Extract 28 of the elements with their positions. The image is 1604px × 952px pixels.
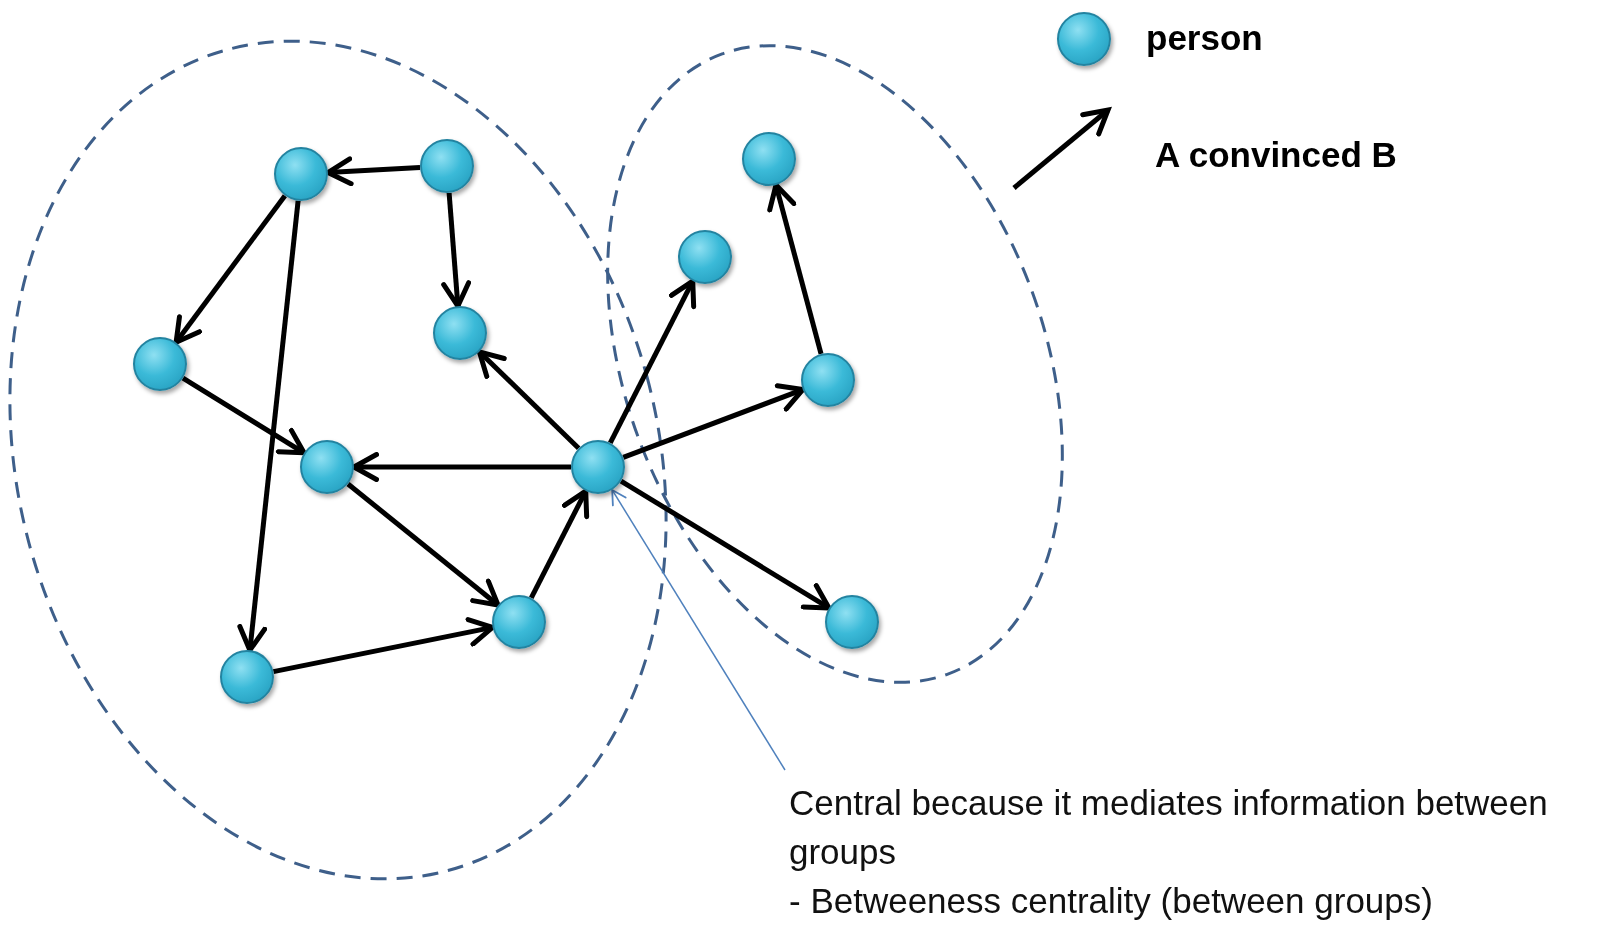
legend-label: A convinced B bbox=[1155, 135, 1397, 175]
person-node bbox=[274, 147, 328, 201]
person-node bbox=[220, 650, 274, 704]
person-node bbox=[492, 595, 546, 649]
arrow bbox=[622, 383, 806, 460]
leader-line bbox=[611, 489, 786, 771]
arrow bbox=[529, 488, 590, 600]
annotation-text: Central because it mediates information between groups bbox=[789, 782, 1549, 873]
person-node bbox=[678, 230, 732, 284]
person-node bbox=[300, 440, 354, 494]
arrow bbox=[476, 349, 581, 450]
arrow bbox=[181, 376, 307, 456]
person-node bbox=[571, 440, 625, 494]
arrow bbox=[767, 182, 824, 355]
person-node bbox=[801, 353, 855, 407]
annotation-text: - Betweeness centrality (between groups) bbox=[789, 880, 1434, 922]
arrow bbox=[441, 192, 472, 309]
person-node bbox=[133, 337, 187, 391]
arrow bbox=[173, 194, 287, 345]
arrow bbox=[608, 278, 697, 445]
arrow bbox=[346, 482, 501, 608]
arrow bbox=[237, 200, 301, 653]
person-node bbox=[742, 132, 796, 186]
person-node bbox=[433, 306, 487, 360]
arrow bbox=[619, 478, 832, 611]
legend-label: person bbox=[1146, 18, 1263, 58]
person-node bbox=[420, 139, 474, 193]
person-node bbox=[825, 595, 879, 649]
